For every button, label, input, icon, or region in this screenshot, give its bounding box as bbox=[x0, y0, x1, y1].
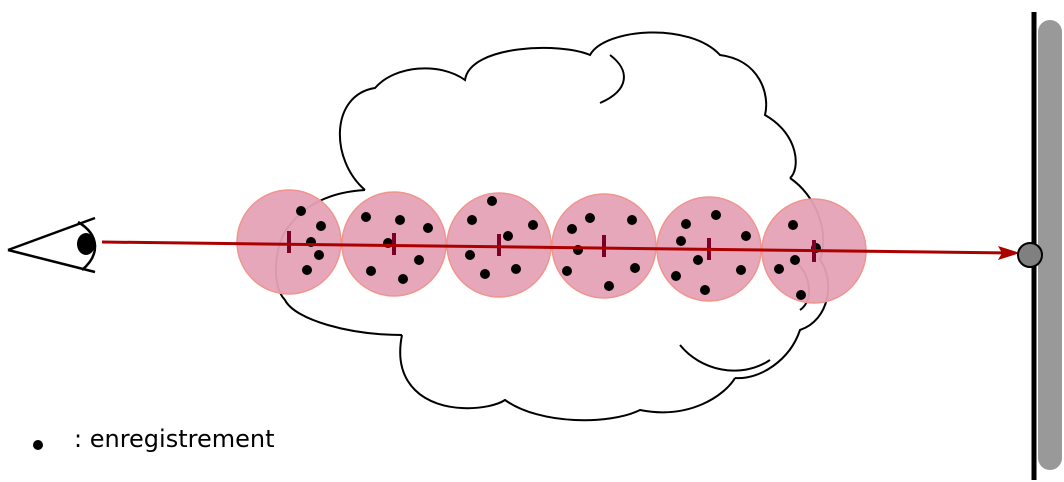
record-dot bbox=[314, 250, 324, 260]
record-dot bbox=[711, 210, 721, 220]
record-dot bbox=[511, 264, 521, 274]
record-dot bbox=[788, 220, 798, 230]
record-dot bbox=[671, 271, 681, 281]
record-dot bbox=[487, 196, 497, 206]
record-dot bbox=[796, 290, 806, 300]
record-dot bbox=[562, 266, 572, 276]
record-dot bbox=[567, 224, 577, 234]
record-dot bbox=[302, 265, 312, 275]
ray-arrow bbox=[101, 240, 1020, 260]
record-dot bbox=[585, 213, 595, 223]
record-dot bbox=[790, 255, 800, 265]
record-dot bbox=[503, 231, 513, 241]
pixel-endpoint bbox=[1017, 242, 1043, 268]
record-dot bbox=[398, 274, 408, 284]
record-dot bbox=[741, 231, 751, 241]
record-dot bbox=[681, 219, 691, 229]
record-dot bbox=[736, 265, 746, 275]
record-dot bbox=[423, 223, 433, 233]
record-dot bbox=[604, 281, 614, 291]
record-dot bbox=[700, 285, 710, 295]
record-dot bbox=[316, 221, 326, 231]
legend-dot-icon bbox=[33, 440, 43, 450]
record-dot bbox=[528, 220, 538, 230]
record-dot bbox=[627, 215, 637, 225]
record-dot bbox=[414, 255, 424, 265]
record-dot bbox=[480, 269, 490, 279]
legend-label: : enregistrement bbox=[74, 425, 275, 453]
record-dot bbox=[465, 250, 475, 260]
record-dot bbox=[296, 206, 306, 216]
eye-icon bbox=[7, 216, 97, 274]
screen-plane-icon bbox=[1017, 12, 1062, 480]
record-dot bbox=[395, 215, 405, 225]
record-dot bbox=[693, 255, 703, 265]
record-dot bbox=[630, 263, 640, 273]
record-dot bbox=[361, 212, 371, 222]
record-dot bbox=[366, 266, 376, 276]
record-dot bbox=[676, 236, 686, 246]
record-dot bbox=[467, 215, 477, 225]
record-dot bbox=[774, 264, 784, 274]
